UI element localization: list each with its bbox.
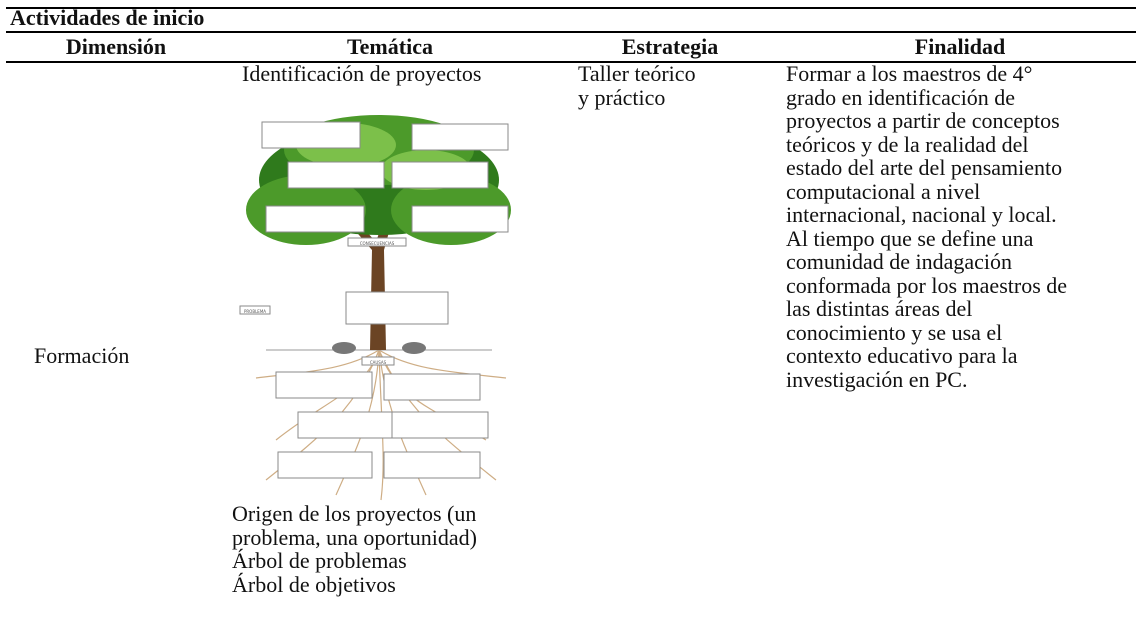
label-boxes xyxy=(239,121,509,479)
finalidad-line-9: comunidad de indagación xyxy=(786,249,1013,274)
header-dimension: Dimensión xyxy=(65,34,167,59)
estrategia-line-1: Taller teórico xyxy=(578,61,696,86)
dimension-cell: Formación xyxy=(34,343,130,368)
tematica-line-3: Árbol de problemas xyxy=(232,548,407,573)
caption-rule xyxy=(6,31,1136,33)
finalidad-line-1: Formar a los maestros de 4° xyxy=(786,61,1033,86)
header-rule xyxy=(6,61,1136,63)
tree-tag-trunk: CONSECUENCIAS xyxy=(360,241,395,246)
tematica-line-2: problema, una oportunidad) xyxy=(232,524,477,550)
finalidad-line-11: las distintas áreas del xyxy=(786,296,973,321)
finalidad-line-2: grado en identificación de xyxy=(786,84,1016,110)
finalidad-line-7: internacional, nacional y local. xyxy=(786,202,1057,227)
tematica-list: Origen de los proyectos (un problema, un… xyxy=(232,502,477,596)
header-finalidad: Finalidad xyxy=(914,34,1006,59)
finalidad-line-4: teóricos y de la realidad del xyxy=(786,131,1029,157)
tree-tag-roots: CAUSAS xyxy=(370,360,387,365)
header-estrategia: Estrategia xyxy=(621,34,719,59)
tree-tag-left: PROBLEMA xyxy=(244,309,266,314)
estrategia-cell: Taller teórico y práctico xyxy=(578,62,696,109)
tematica-line-4: Árbol de objetivos xyxy=(232,571,396,597)
finalidad-line-8: Al tiempo que se define una xyxy=(786,225,1034,251)
finalidad-line-3: proyectos a partir de conceptos xyxy=(786,108,1060,133)
header-tematica: Temática xyxy=(347,34,433,59)
finalidad-line-5: estado del arte del pensamiento xyxy=(786,155,1063,180)
finalidad-cell: Formar a los maestros de 4° grado en ide… xyxy=(786,62,1067,391)
table-caption: Actividades de inicio xyxy=(10,5,205,30)
tematica-title: Identificación de proyectos xyxy=(242,61,482,86)
problem-tree-illustration: CONSECUENCIAS PROBLEMA CAUSAS xyxy=(239,115,511,501)
top-rule xyxy=(6,7,1136,9)
finalidad-line-14: investigación en PC. xyxy=(786,366,968,392)
finalidad-line-13: contexto educativo para la xyxy=(786,343,1018,368)
finalidad-line-12: conocimiento y se usa el xyxy=(786,319,1003,345)
tematica-line-1: Origen de los proyectos (un xyxy=(232,501,477,526)
estrategia-line-2: y práctico xyxy=(578,84,666,110)
finalidad-line-10: conformada por los maestros de xyxy=(786,272,1068,298)
finalidad-line-6: computacional a nivel xyxy=(786,178,981,204)
